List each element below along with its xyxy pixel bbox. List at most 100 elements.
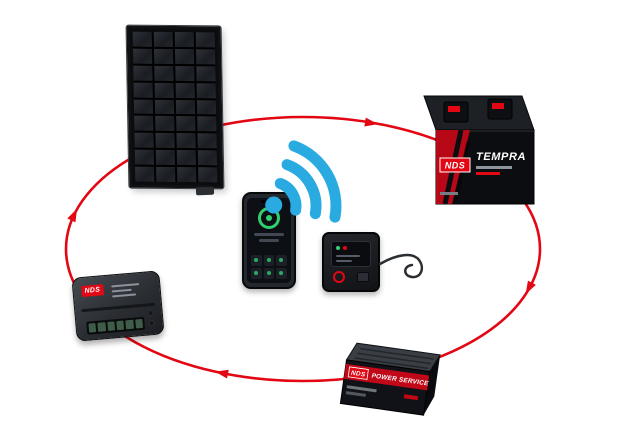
app-tile <box>276 255 287 266</box>
nds-logo <box>439 157 471 173</box>
solar-cell <box>175 82 195 98</box>
app-tile <box>263 268 275 279</box>
app-tile <box>251 255 262 266</box>
wifi-dot <box>265 196 283 214</box>
app-tile <box>263 255 275 266</box>
cycle-arrow-right <box>525 280 536 295</box>
label-text-bar <box>111 283 140 288</box>
wifi-arcs <box>265 140 342 223</box>
cycle-arrow-top <box>364 117 378 127</box>
control-panel-cable <box>378 253 424 279</box>
solar-cell <box>196 99 217 115</box>
app-text-bar <box>259 239 279 242</box>
wifi-arc-large <box>288 140 342 223</box>
label-text-bar <box>345 391 366 397</box>
solar-cell <box>196 65 216 82</box>
power-service-unit: NDS POWER SERVICE <box>339 342 441 416</box>
battery-top-face <box>423 95 535 131</box>
solar-cell <box>155 150 176 166</box>
solar-cell <box>195 49 216 65</box>
status-led-red <box>343 246 347 250</box>
label-text-bar <box>112 293 137 298</box>
control-panel <box>322 232 380 292</box>
terminal-pin <box>134 318 143 329</box>
solar-cell <box>153 48 174 64</box>
label-accent-bar <box>476 172 500 175</box>
nds-logo <box>347 366 369 380</box>
display-text-bar <box>336 260 352 262</box>
terminal-cap-red <box>448 106 460 112</box>
control-panel-button <box>357 272 369 282</box>
solar-cell <box>132 48 153 64</box>
solar-cell <box>175 99 196 115</box>
terminal-pin <box>107 321 116 331</box>
smartphone <box>242 192 296 289</box>
solar-cell <box>174 32 194 48</box>
cycle-arrow-left <box>67 208 78 223</box>
solar-cell <box>156 166 176 182</box>
solar-cell <box>196 82 216 98</box>
battery-brand-text: NDS <box>445 161 466 171</box>
label-text-bar <box>476 166 512 169</box>
controller-port <box>148 319 155 327</box>
vent-grooves <box>354 347 434 370</box>
label-text-bar <box>440 192 458 195</box>
app-tile <box>251 268 262 279</box>
solar-cell <box>155 133 175 149</box>
solar-cell <box>134 132 154 149</box>
power-service-body: NDS POWER SERVICE <box>339 342 441 416</box>
solar-cell <box>197 150 218 166</box>
solar-cell <box>135 166 155 182</box>
solar-cell <box>134 149 155 165</box>
label-accent-bar <box>403 394 419 401</box>
solar-cell <box>175 65 195 81</box>
charge-controller: NDS <box>71 270 165 342</box>
solar-cell <box>176 116 196 132</box>
cycle-ellipse <box>64 115 542 383</box>
solar-cell <box>154 99 175 115</box>
display-text-bar <box>336 255 360 257</box>
solar-cell <box>195 32 215 48</box>
solar-cell <box>176 150 197 166</box>
solar-cell <box>133 82 153 98</box>
controller-port <box>147 309 154 317</box>
terminal-cap-red <box>492 103 504 109</box>
control-panel-knob <box>333 271 345 283</box>
terminal-strip <box>86 316 146 335</box>
solar-cell <box>133 65 153 81</box>
phone-screen <box>247 198 291 283</box>
cycle-arrow-bottom <box>215 369 229 379</box>
solar-cell <box>154 65 174 81</box>
solar-cell <box>198 167 218 183</box>
solar-cell <box>155 116 175 132</box>
cable-loop <box>378 253 424 279</box>
controller-groove <box>81 302 156 313</box>
solar-cell-grid <box>132 31 218 183</box>
wifi-arc-medium <box>281 159 322 220</box>
terminal-pin <box>116 320 125 331</box>
app-tile <box>276 268 287 279</box>
control-panel-display <box>331 241 371 267</box>
solar-cell <box>176 133 196 149</box>
battery-model-text: TEMPRA <box>476 151 526 163</box>
solar-cell <box>154 82 174 98</box>
app-text-bar <box>253 233 285 236</box>
terminal-pin <box>97 322 106 332</box>
solar-panel-junction-box <box>195 186 215 196</box>
solar-cell <box>133 99 154 115</box>
nds-logo: NDS <box>81 284 104 298</box>
solar-panel <box>125 24 225 190</box>
app-tile-grid <box>251 255 287 279</box>
unit-side-face <box>423 354 441 416</box>
status-led-green <box>336 246 340 250</box>
solar-cell <box>177 167 197 183</box>
solar-cell <box>134 116 154 132</box>
solar-cell <box>197 116 217 132</box>
solar-cell <box>174 48 195 64</box>
battery: NDS TEMPRA <box>423 95 535 205</box>
terminal-pin <box>88 323 97 333</box>
terminal-pin <box>125 319 134 330</box>
label-text-bar <box>346 385 377 393</box>
